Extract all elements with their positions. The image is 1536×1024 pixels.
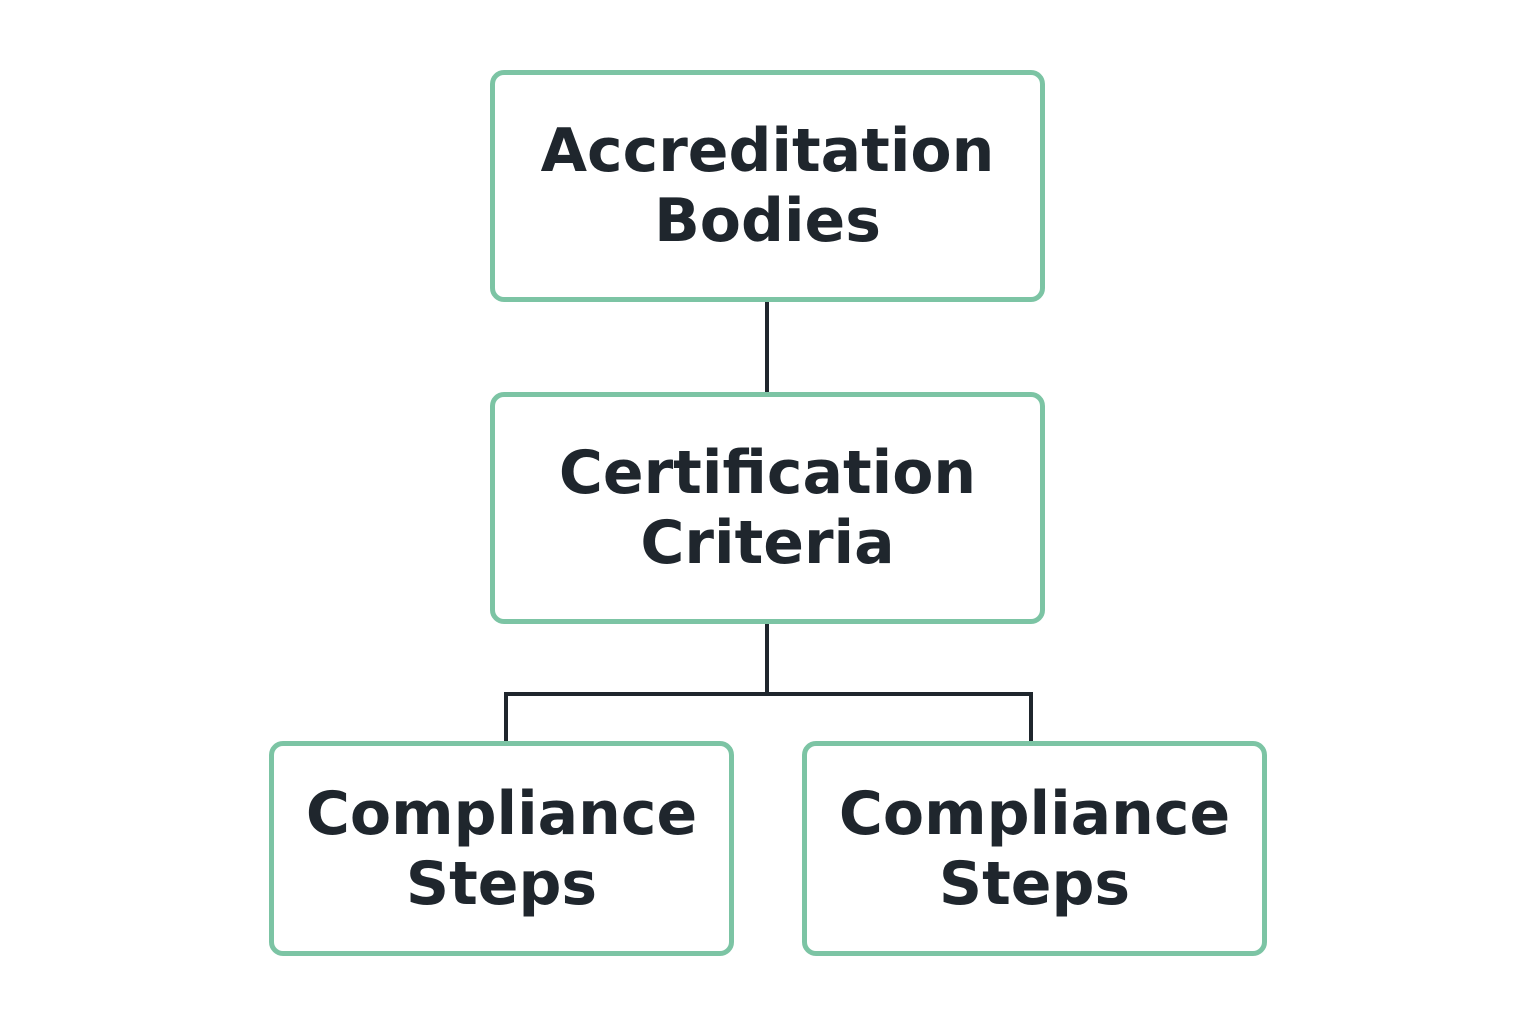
node-label-line: Accreditation <box>540 116 995 186</box>
node-certification-criteria: Certification Criteria <box>490 392 1045 624</box>
node-label-line: Criteria <box>640 508 895 578</box>
node-label-line: Steps <box>405 848 598 919</box>
node-label-line: Compliance <box>305 778 698 849</box>
node-label-line: Compliance <box>838 778 1231 849</box>
node-compliance-steps-left: Compliance Steps <box>269 741 734 956</box>
node-compliance-steps-right: Compliance Steps <box>802 741 1267 956</box>
node-label-line: Bodies <box>654 186 881 256</box>
node-label-line: Certification <box>558 438 977 508</box>
node-accreditation-bodies: Accreditation Bodies <box>490 70 1045 302</box>
node-label-line: Steps <box>938 848 1131 919</box>
